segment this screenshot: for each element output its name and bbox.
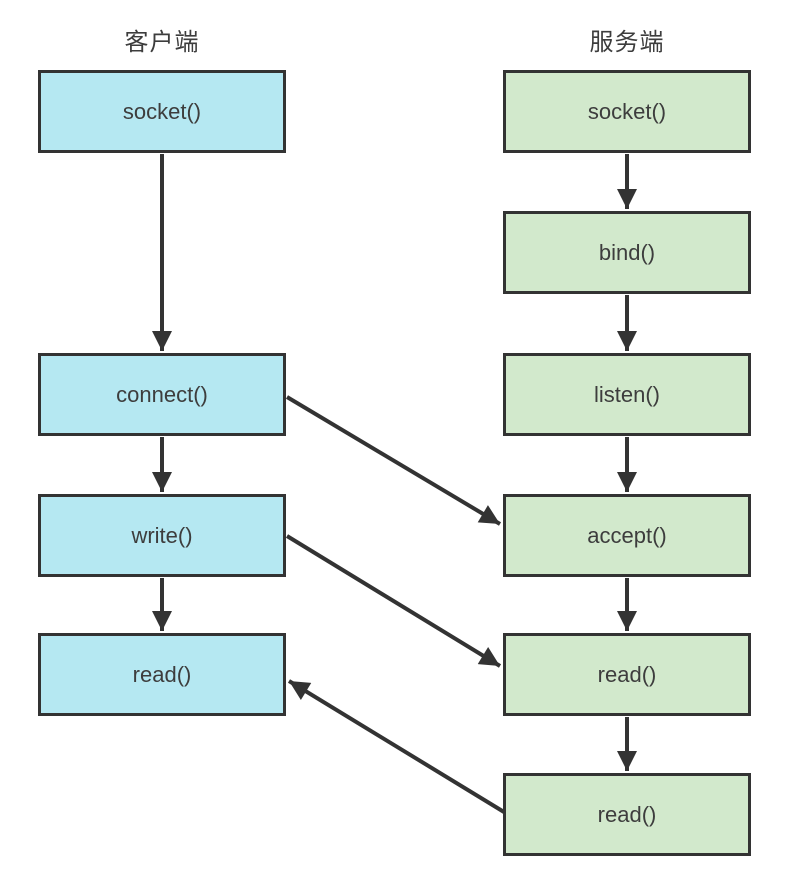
box-server-listen: listen() <box>503 353 751 436</box>
client-column-title: 客户端 <box>124 29 200 56</box>
box-server-bind: bind() <box>503 211 751 294</box>
arrow-server-read2-to-client-read <box>287 679 506 814</box>
box-server-socket: socket() <box>503 70 751 153</box>
box-client-socket: socket() <box>38 70 286 153</box>
box-client-read: read() <box>38 633 286 716</box>
box-client-write: write() <box>38 494 286 577</box>
box-server-accept: accept() <box>503 494 751 577</box>
box-server-read-1: read() <box>503 633 751 716</box>
arrow-connect-to-accept <box>285 395 502 526</box>
server-column-title: 服务端 <box>589 29 665 56</box>
arrow-write-to-server-read1 <box>285 534 502 668</box>
box-server-read-2: read() <box>503 773 751 856</box>
box-client-connect: connect() <box>38 353 286 436</box>
